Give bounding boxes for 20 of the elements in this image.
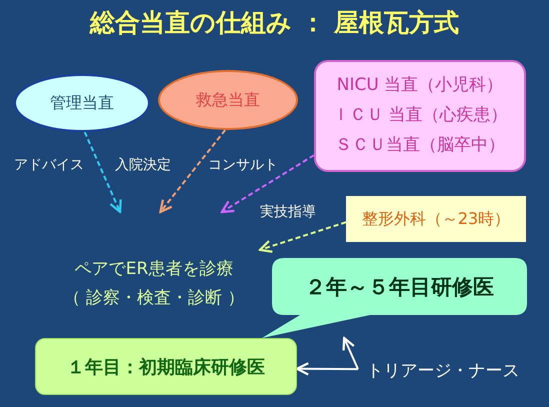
arrow xyxy=(220,154,315,214)
arrow-label: アドバイス xyxy=(14,156,84,174)
arrow-label: 入院決定 xyxy=(115,156,171,174)
arrow-label: コンサルト xyxy=(208,156,278,174)
title: 総合当直の仕組み ： 屋根瓦方式 xyxy=(88,7,460,39)
arrow xyxy=(84,132,122,214)
center-text: ペアでER患者を診療 xyxy=(74,258,234,280)
callout-box: ２年～５年目研修医 xyxy=(262,258,527,338)
arrow-label: 実技指導 xyxy=(260,203,316,221)
arrow xyxy=(342,336,359,370)
role-text: トリアージ・ナース xyxy=(366,360,520,382)
role-box: NICU 当直（小児科） ＩＣＵ 当直（心疾患） ＳＣＵ当直（脳卒中） xyxy=(314,60,526,172)
center-text: （ 診察・検査・診断 ） xyxy=(64,287,244,310)
ellipse-node: 救急当直 xyxy=(158,70,298,130)
ellipse-node: 管理当直 xyxy=(14,74,150,132)
role-box: １年目：初期臨床研修医 xyxy=(35,338,297,395)
arrow xyxy=(258,221,346,253)
arrow xyxy=(159,129,226,214)
arrow xyxy=(296,362,358,376)
role-box: 整形外科（～23時） xyxy=(346,196,526,242)
